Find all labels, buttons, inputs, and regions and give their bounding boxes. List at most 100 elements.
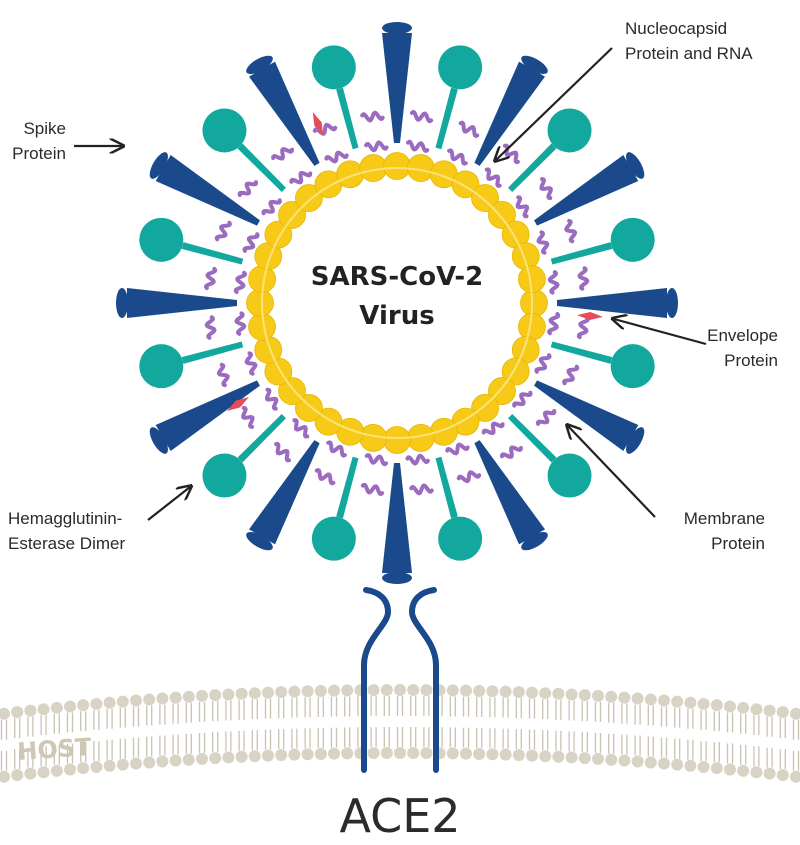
he-dimer-stalk bbox=[435, 456, 458, 519]
lipid-head bbox=[486, 748, 499, 761]
lipid-head bbox=[512, 749, 525, 762]
membrane-protein bbox=[405, 453, 430, 466]
spike-protein-tip bbox=[626, 152, 645, 179]
lipid-head bbox=[671, 695, 684, 708]
membrane-protein bbox=[546, 312, 561, 336]
lipid-head bbox=[222, 688, 235, 701]
lipid-head bbox=[618, 691, 631, 704]
lipid-head bbox=[222, 751, 235, 764]
envelope-protein bbox=[312, 112, 324, 136]
lipid-head bbox=[592, 689, 604, 702]
lipid-head bbox=[77, 699, 90, 712]
he-dimer-stalk bbox=[550, 341, 613, 364]
lipid-head bbox=[103, 696, 116, 709]
lipid-head bbox=[473, 747, 486, 760]
lipid-head bbox=[658, 757, 670, 770]
lipid-head bbox=[539, 687, 552, 700]
envelope-protein-label-line1: Envelope bbox=[707, 326, 778, 345]
lipid-head bbox=[499, 685, 512, 698]
lipid-head bbox=[301, 685, 314, 698]
he-dimer-stalk bbox=[508, 143, 557, 192]
lipid-head bbox=[605, 690, 618, 703]
he-dimer-head bbox=[438, 516, 483, 561]
envelope-bead bbox=[488, 377, 516, 405]
lipid-head bbox=[697, 697, 710, 710]
lipid-head bbox=[367, 684, 380, 697]
he-dimer-head bbox=[610, 344, 655, 389]
membrane-protein bbox=[241, 406, 255, 429]
nucleocapsid-label-line1: Nucleocapsid bbox=[625, 19, 727, 38]
lipid-head bbox=[552, 750, 565, 763]
he-dimer-stalk bbox=[508, 414, 557, 463]
membrane-protein bbox=[233, 270, 248, 294]
lipid-head bbox=[790, 707, 800, 720]
membrane-protein bbox=[536, 230, 550, 255]
lipid-head bbox=[420, 684, 433, 697]
lipid-head bbox=[631, 692, 644, 705]
membrane-protein bbox=[364, 140, 389, 153]
he-dimer-arrow bbox=[147, 487, 190, 521]
lipid-head bbox=[169, 691, 182, 704]
envelope-bead bbox=[383, 426, 411, 454]
spike-protein bbox=[557, 288, 667, 318]
lipid-head bbox=[11, 706, 24, 719]
lipid-head bbox=[0, 770, 10, 783]
lipid-head bbox=[11, 769, 24, 782]
lipid-head bbox=[130, 757, 142, 770]
lipid-head bbox=[473, 684, 486, 697]
membrane-protein bbox=[535, 409, 557, 426]
membrane-protein bbox=[324, 150, 349, 164]
spike-protein bbox=[534, 380, 639, 451]
lipid-head bbox=[37, 766, 50, 779]
membrane-protein bbox=[314, 467, 336, 486]
he-dimer-head bbox=[139, 344, 184, 389]
lipid-head bbox=[248, 750, 261, 763]
spike-protein bbox=[382, 463, 412, 573]
spike-protein-tip bbox=[149, 152, 168, 179]
lipid-head bbox=[90, 760, 103, 773]
membrane-protein bbox=[216, 362, 230, 388]
lipid-head bbox=[684, 696, 697, 709]
membrane-protein bbox=[360, 110, 385, 123]
envelope-protein bbox=[577, 312, 603, 320]
spike-protein-tip bbox=[246, 532, 273, 551]
lipid-head bbox=[24, 767, 37, 780]
envelope-shell bbox=[246, 152, 548, 454]
membrane-protein bbox=[274, 441, 291, 463]
he-dimer-head bbox=[202, 453, 247, 498]
lipid-head bbox=[90, 697, 103, 710]
he-dimer-stalk bbox=[181, 341, 244, 364]
lipid-head bbox=[156, 692, 169, 705]
lipid-head bbox=[526, 749, 538, 762]
spike-protein-tip bbox=[246, 55, 273, 74]
lipid-head bbox=[394, 747, 406, 759]
membrane-protein bbox=[447, 148, 468, 166]
lipid-head bbox=[143, 693, 156, 706]
lipid-head bbox=[341, 747, 354, 760]
he-dimer-head bbox=[202, 108, 247, 153]
surface-proteins bbox=[116, 22, 678, 584]
spike-protein-tip bbox=[521, 532, 548, 551]
lipid-head bbox=[446, 747, 459, 760]
spike-protein bbox=[382, 33, 412, 143]
membrane-protein bbox=[406, 139, 430, 154]
nucleocapsid-label-line2: Protein and RNA bbox=[625, 44, 753, 63]
spike-protein bbox=[155, 155, 260, 226]
lipid-head bbox=[394, 684, 406, 696]
lipid-head bbox=[301, 748, 314, 761]
lipid-head bbox=[103, 759, 116, 772]
lipid-head bbox=[50, 701, 63, 714]
membrane-protein bbox=[364, 452, 388, 467]
membrane-protein-arrow bbox=[568, 426, 656, 518]
lipid-head bbox=[526, 686, 538, 699]
membrane-protein bbox=[409, 483, 434, 496]
membrane-protein bbox=[360, 482, 385, 497]
lipid-head bbox=[539, 750, 552, 763]
membrane-protein bbox=[326, 440, 347, 458]
membrane-protein bbox=[409, 109, 434, 124]
lipid-head bbox=[262, 749, 274, 762]
lipid-head bbox=[116, 758, 129, 771]
lipid-head bbox=[182, 753, 195, 766]
he-dimer-stalk bbox=[181, 242, 244, 265]
membrane-protein bbox=[289, 170, 313, 185]
